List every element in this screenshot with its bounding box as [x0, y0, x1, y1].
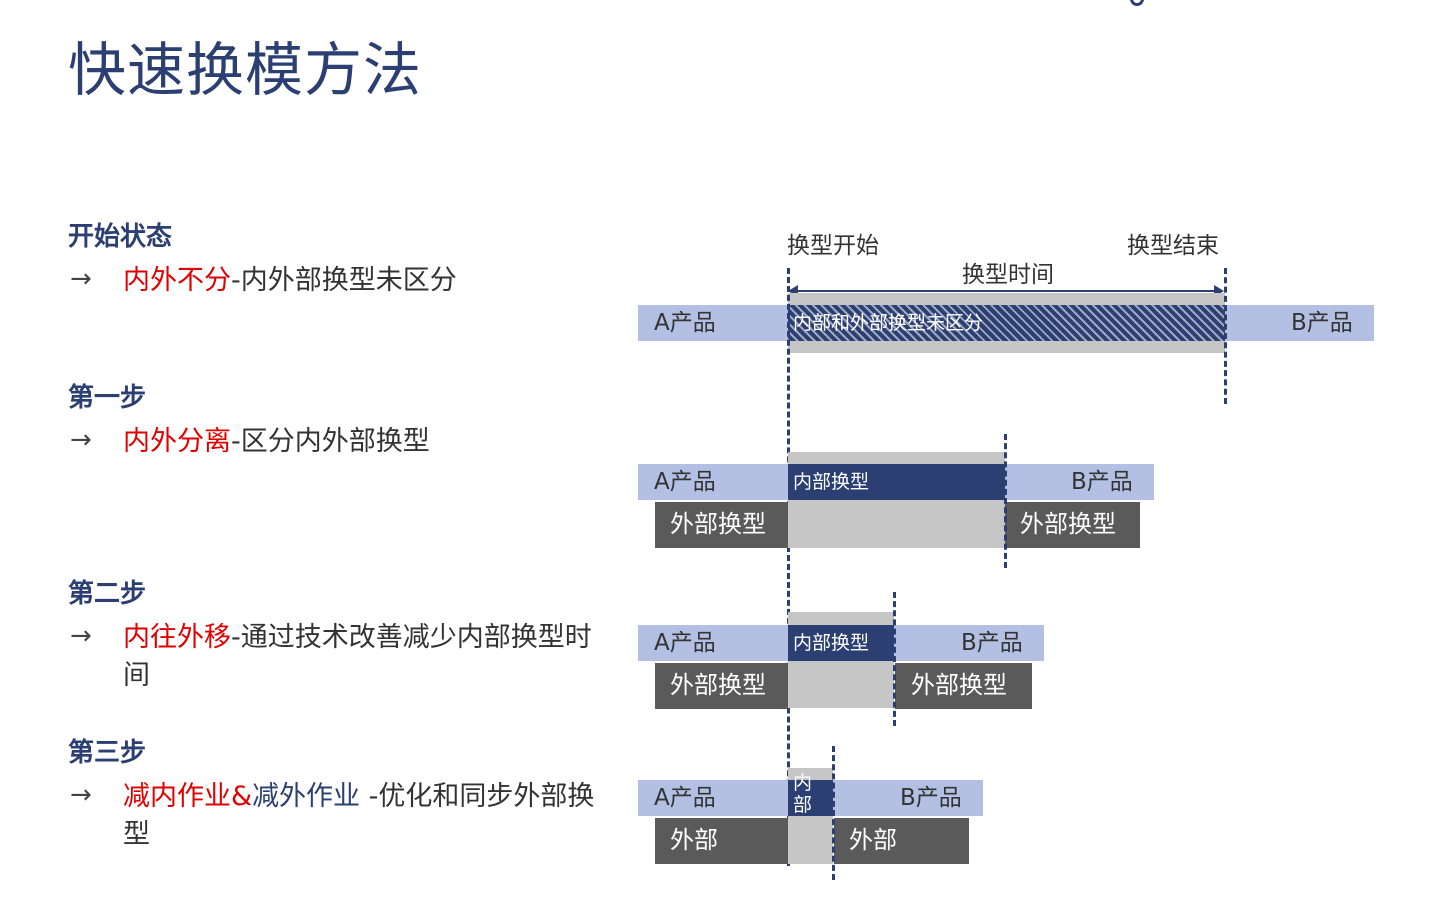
changeover-end-line — [893, 592, 896, 726]
logo-mark-icon — [1130, 0, 1144, 6]
external-changeover-label: 外部 — [670, 826, 718, 854]
step-heading-2: 第二步 — [68, 579, 147, 609]
arrow-right-icon — [1214, 285, 1224, 297]
page-title: 快速换模方法 — [68, 36, 423, 104]
step-desc-start: 内外不分-内外部换型未区分 — [123, 262, 613, 300]
product-a-label: A产品 — [654, 469, 716, 495]
external-changeover-block — [655, 502, 788, 548]
product-a-label: A产品 — [654, 785, 716, 811]
step-desc-1: 内外分离-区分内外部换型 — [123, 423, 613, 461]
internal-changeover-block — [788, 625, 894, 661]
product-a-label: A产品 — [654, 630, 716, 656]
arrow-right-icon: → — [70, 264, 92, 294]
external-changeover-block — [895, 663, 1032, 709]
step-heading-3: 第三步 — [68, 738, 147, 768]
product-a-label: A产品 — [654, 310, 716, 336]
product-b-label: B产品 — [900, 785, 962, 811]
changeover-duration-label: 换型时间 — [962, 262, 1054, 288]
step-desc-3: 减内作业&减外作业 -优化和同步外部换型 — [123, 778, 613, 854]
step-desc-text: -内外部换型未区分 — [231, 265, 457, 296]
external-changeover-label: 外部 — [849, 826, 897, 854]
arrow-right-icon: → — [70, 425, 92, 455]
changeover-end-label: 换型结束 — [1127, 233, 1219, 259]
changeover-end-line — [1224, 268, 1227, 404]
step-desc-text: -区分内外部换型 — [231, 426, 430, 457]
mixed-changeover-block — [788, 305, 1225, 341]
step-heading-1: 第一步 — [68, 383, 147, 413]
step-highlight: 减内作业& — [123, 781, 253, 812]
mixed-changeover-label: 内部和外部换型未区分 — [793, 312, 984, 334]
internal-changeover-block — [788, 464, 1005, 500]
external-changeover-block — [655, 663, 788, 709]
external-changeover-block — [1005, 502, 1140, 548]
step-heading-start: 开始状态 — [68, 222, 173, 252]
step-highlight: 内外分离 — [123, 426, 231, 457]
arrow-left-icon — [788, 285, 798, 297]
changeover-end-line — [1004, 434, 1007, 568]
internal-changeover-label: 内部换型 — [793, 471, 870, 493]
changeover-start-label: 换型开始 — [787, 233, 879, 259]
external-changeover-block — [655, 818, 788, 864]
external-changeover-label: 外部换型 — [670, 671, 766, 699]
arrow-right-icon: → — [70, 621, 92, 651]
changeover-end-line — [832, 746, 835, 880]
step-desc-2: 内往外移-通过技术改善减少内部换型时间 — [123, 619, 613, 695]
arrow-right-icon: → — [70, 780, 92, 810]
internal-changeover-label: 内部 — [793, 772, 813, 816]
product-b-label: B产品 — [1071, 469, 1133, 495]
external-changeover-block — [834, 818, 969, 864]
internal-changeover-label: 内部换型 — [793, 632, 870, 654]
internal-changeover-block — [788, 780, 833, 816]
duration-line — [796, 290, 1216, 292]
step-highlight-navy: 减外作业 — [252, 781, 361, 812]
product-b-label: B产品 — [1291, 310, 1353, 336]
external-changeover-label: 外部换型 — [911, 671, 1007, 699]
step-highlight: 内外不分 — [123, 265, 231, 296]
external-changeover-label: 外部换型 — [670, 510, 766, 538]
product-b-label: B产品 — [961, 630, 1023, 656]
external-changeover-label: 外部换型 — [1020, 510, 1116, 538]
changeover-start-line — [787, 268, 790, 866]
step-desc-text: -优化和同步外部换型 — [123, 781, 595, 850]
step-desc-text: -通过技术改善减少内部换型时间 — [123, 622, 592, 691]
step-highlight: 内往外移 — [123, 622, 231, 653]
